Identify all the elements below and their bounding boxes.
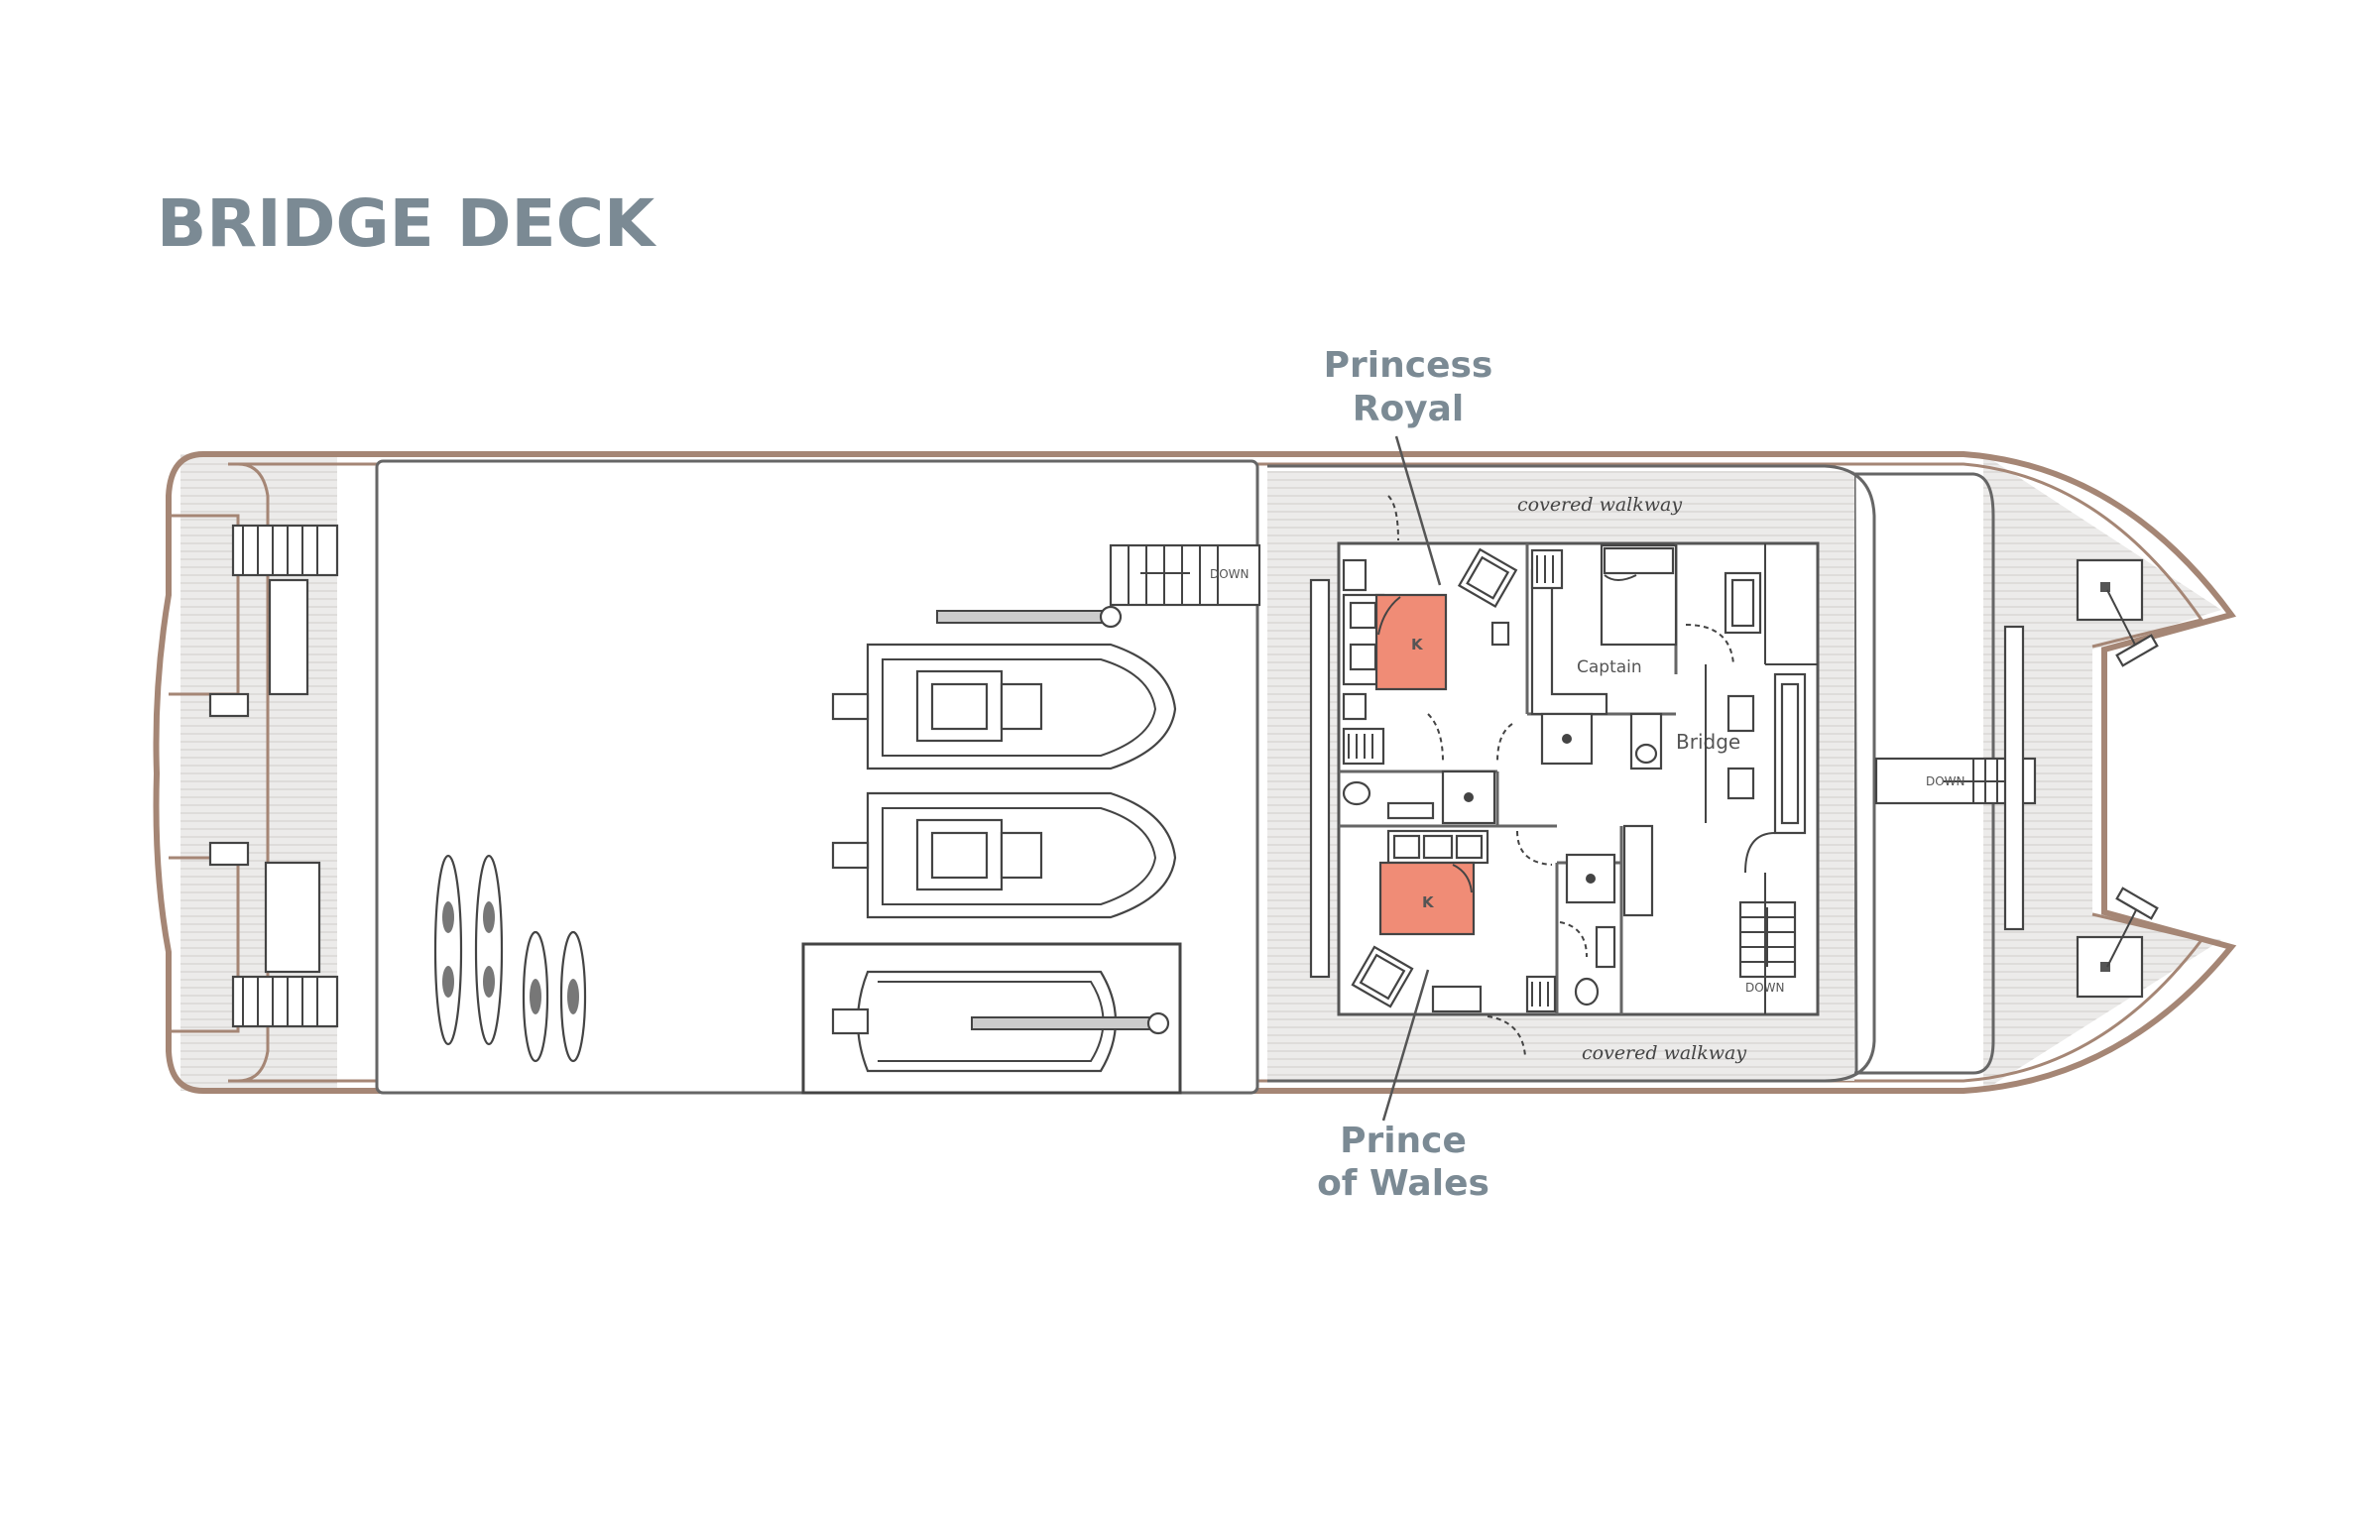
stern-fixtures [208,524,339,1028]
room-captain: Captain [1577,657,1642,677]
bed-prince-of-wales [1378,861,1476,936]
stairs-down-label-forward: DOWN [1926,774,1965,788]
cabin-name-princess: Princess [1324,345,1493,386]
tender-boats [801,605,1182,1095]
walkway-label-top: covered walkway [1517,494,1682,516]
stairs-down-label-aft: DOWN [1210,567,1250,581]
cabin-name-royal: Royal [1353,389,1465,429]
cabin-name-of-wales: of Wales [1317,1163,1489,1204]
walkway-label-bottom: covered walkway [1582,1042,1746,1064]
cabin-name-prince: Prince [1340,1121,1467,1161]
cabin-interiors: K Captain Bridge [1339,495,1818,1057]
page-title: BRIDGE DECK [157,185,657,262]
bed-label-upper: K [1411,636,1424,653]
bed-label-lower: K [1422,893,1435,911]
callout-prince-of-wales: Prince of Wales [1317,969,1489,1204]
stairs-forward: DOWN [1874,625,2037,931]
callout-princess-royal: Princess Royal [1324,345,1493,586]
stairs-aft: DOWN [1109,543,1261,607]
kayaks [433,854,587,1063]
bow-fittings [2076,558,2159,999]
room-bridge: Bridge [1676,730,1740,754]
